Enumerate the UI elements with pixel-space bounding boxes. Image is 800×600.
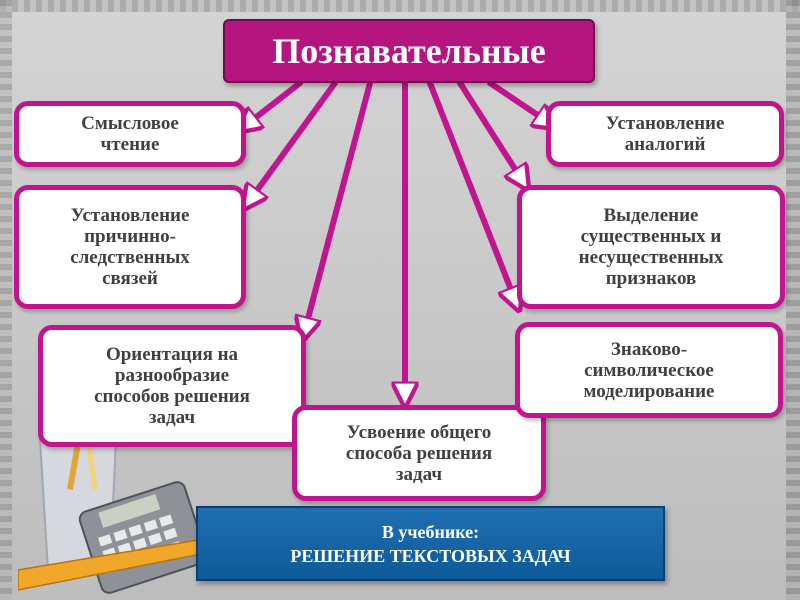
box-method-variety: Ориентация на разнообразие способов реше… <box>38 325 306 447</box>
arrow-to-method-variety <box>305 80 373 330</box>
box-semantic-reading: Смысловое чтение <box>14 101 246 167</box>
textbook-note-bar: В учебнике: РЕШЕНИЕ ТЕКСТОВЫХ ЗАДАЧ <box>196 506 665 581</box>
box-cause-effect: Установление причинно- следственных связ… <box>14 185 246 309</box>
arrow-to-essential-features <box>457 80 522 180</box>
slide-frame-top <box>0 0 800 12</box>
arrow-to-cause-effect <box>250 80 338 200</box>
arrow-to-analogies <box>487 80 548 122</box>
arrow-to-sign-modeling <box>427 80 515 300</box>
box-essential-features: Выделение существенных и несущественных … <box>517 185 785 309</box>
slide-frame-right <box>786 0 800 600</box>
diagram-title: Познавательные <box>223 19 595 83</box>
box-analogies: Установление аналогий <box>546 101 784 167</box>
textbook-note-topic: РЕШЕНИЕ ТЕКСТОВЫХ ЗАДАЧ <box>290 545 571 566</box>
arrow-to-semantic-reading <box>246 80 303 125</box>
box-general-method: Усвоение общего способа решения задач <box>292 405 546 501</box>
slide-frame-left <box>0 0 12 600</box>
box-sign-modeling: Знаково- символическое моделирование <box>515 322 783 418</box>
textbook-note-label: В учебнике: <box>381 521 480 542</box>
